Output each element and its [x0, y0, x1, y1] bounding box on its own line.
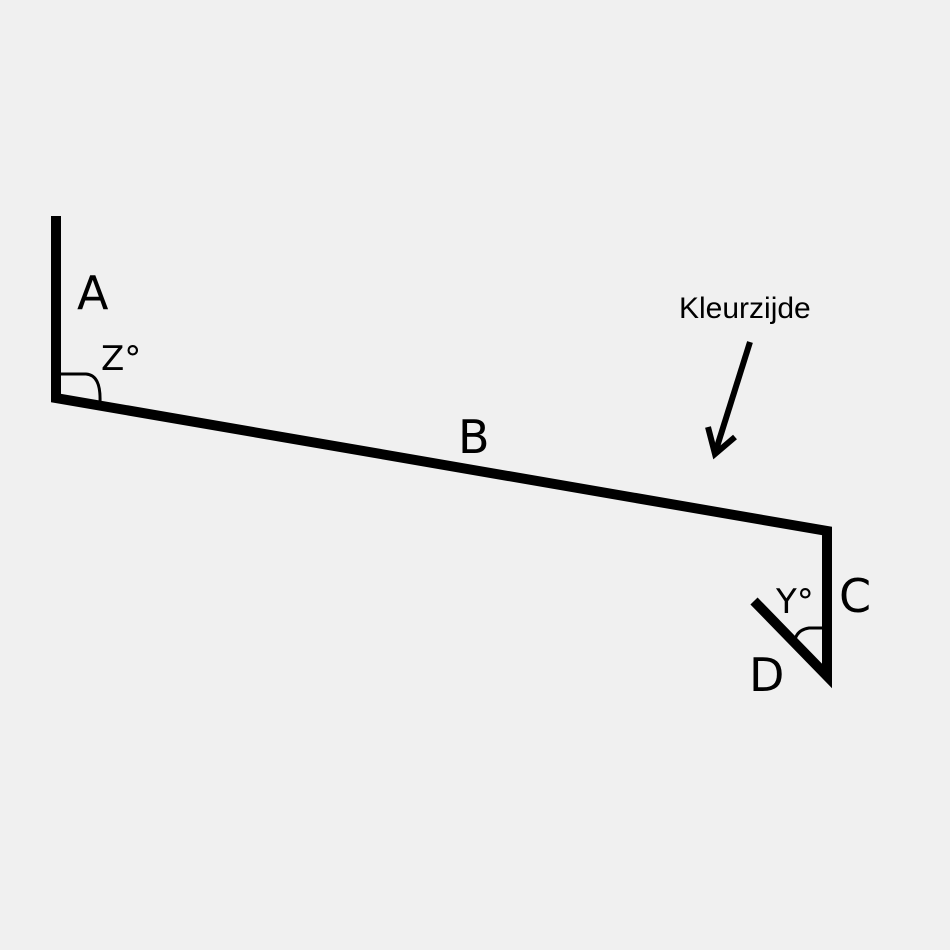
- kleurzijde-arrow: [705, 341, 753, 460]
- profile-outline: [51, 216, 832, 689]
- segment-label-b: B: [458, 410, 490, 464]
- kleurzijde-label: Kleurzijde: [679, 292, 811, 325]
- segment-label-c: C: [839, 569, 871, 623]
- angle-label-z: Z°: [101, 339, 141, 379]
- angle-y-arc: [793, 626, 824, 641]
- segment-label-d: D: [749, 648, 784, 702]
- angle-z-arc: [58, 372, 102, 403]
- segment-label-a: A: [77, 266, 109, 320]
- angle-label-y: Y°: [775, 582, 814, 622]
